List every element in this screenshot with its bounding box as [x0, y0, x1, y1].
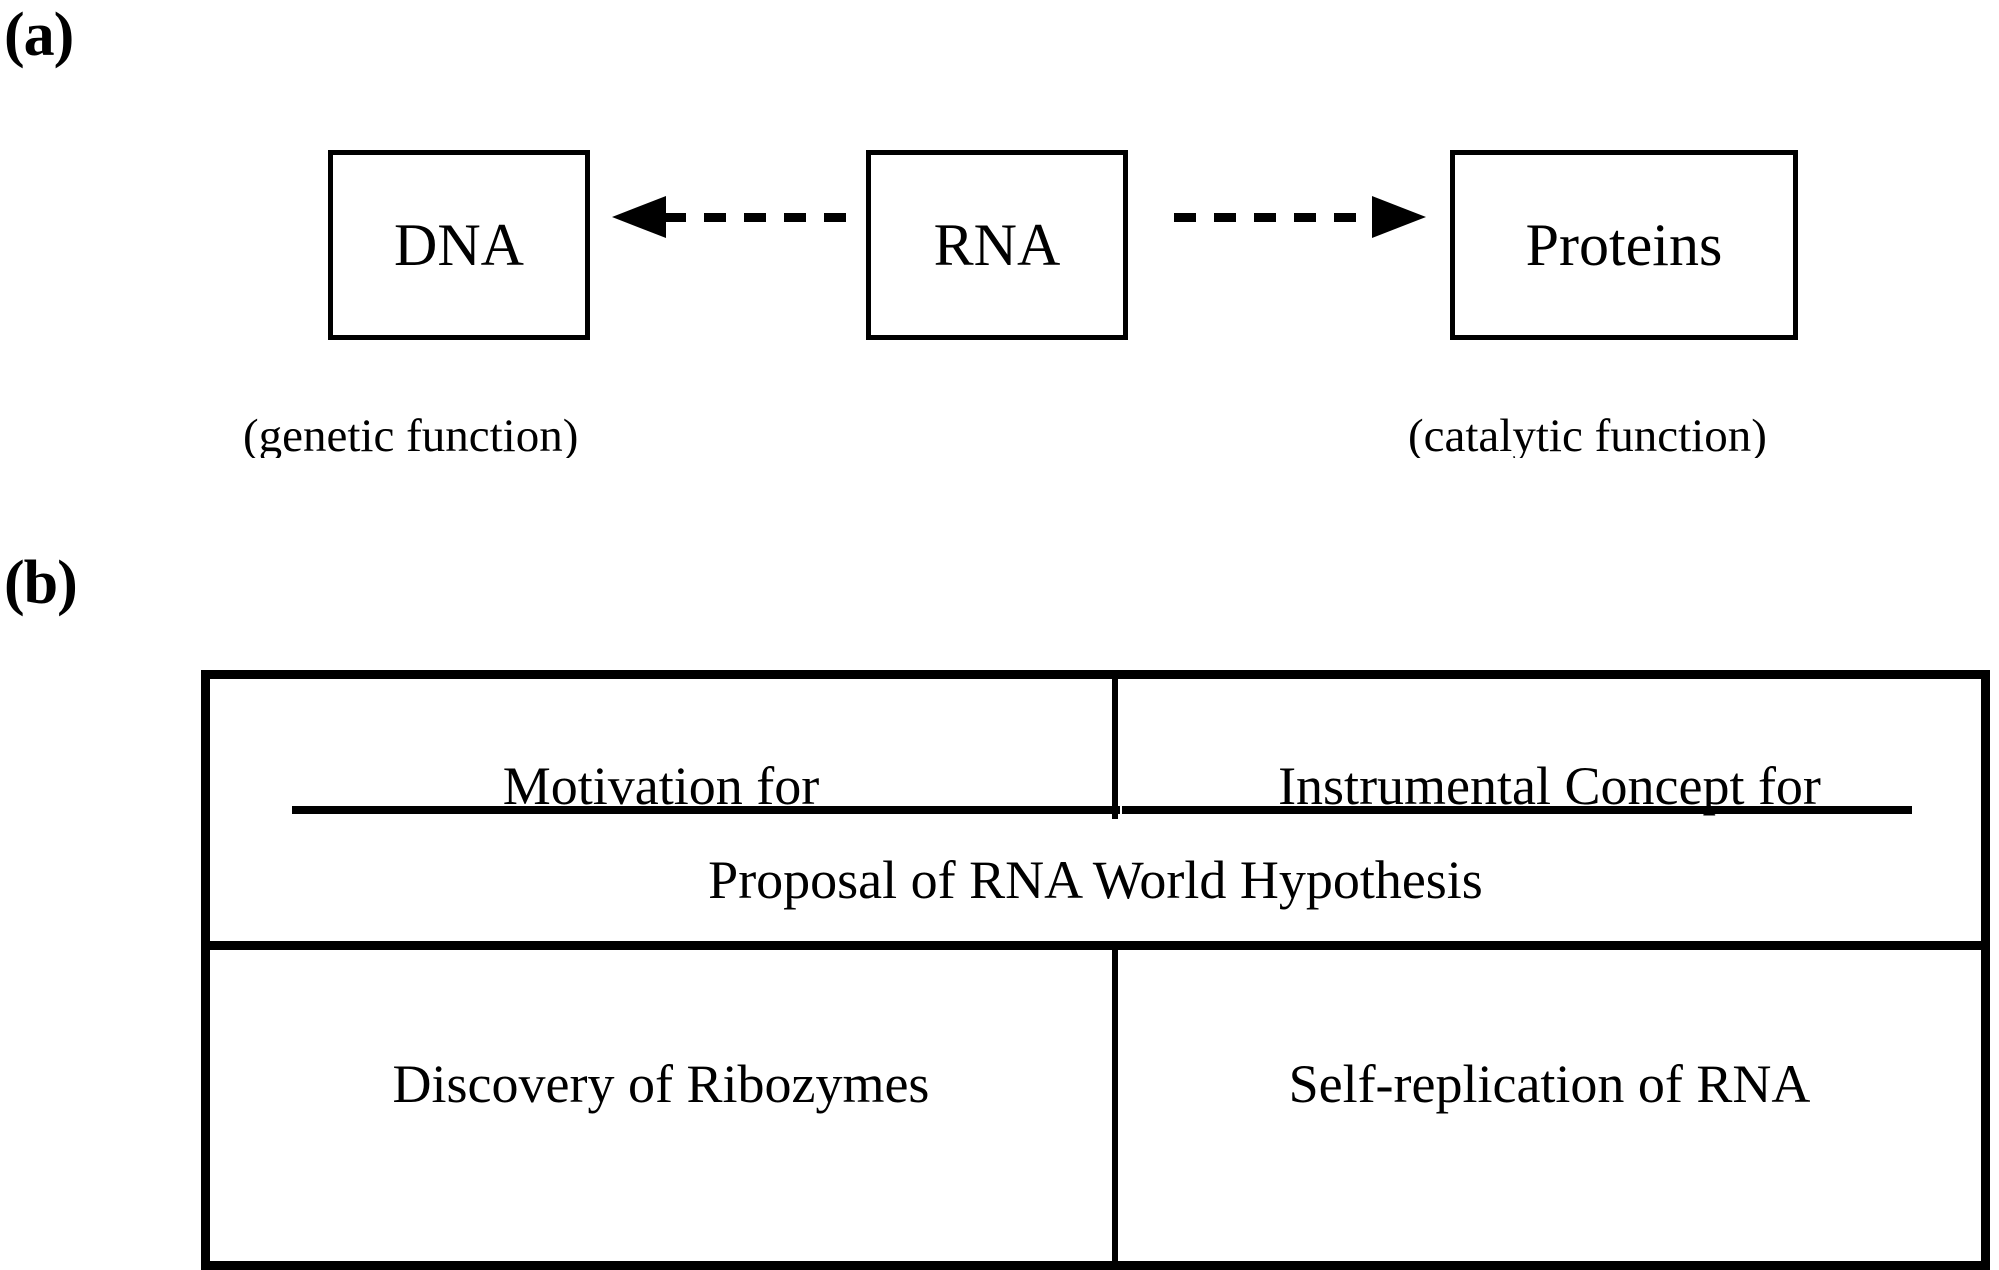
table-spanning-row-label: Proposal of RNA World Hypothesis: [708, 850, 1483, 910]
dashed-arrow-rna-to-dna-icon: [612, 196, 862, 238]
table-header-label-motivation: Motivation for: [502, 756, 820, 816]
arrow-shaft-dashed: [1174, 213, 1372, 222]
dashed-arrow-rna-to-proteins-icon: [1174, 196, 1426, 238]
table-header-cell-motivation: Motivation for: [210, 679, 1118, 819]
table-row-divider: [210, 941, 1981, 950]
panel-b-label: (b): [4, 549, 78, 617]
caption-genetic-function: (genetic function): [243, 413, 579, 458]
table-body-cell-discovery-of-ribozymes: Discovery of Ribozymes: [210, 950, 1118, 1261]
arrow-shaft-dashed: [664, 213, 862, 222]
arrowhead-right-icon: [1372, 196, 1426, 238]
table-body-block: Discovery of Ribozymes Self-replication …: [210, 950, 1981, 1261]
caption-catalytic-function: (catalytic function): [1408, 413, 1767, 458]
concept-table: Motivation for Instrumental Concept for …: [201, 670, 1990, 1270]
node-label-proteins: Proteins: [1525, 212, 1723, 278]
node-label-rna: RNA: [933, 212, 1061, 278]
node-box-dna: DNA: [328, 150, 590, 340]
arrowhead-left-icon: [612, 196, 666, 238]
node-box-proteins: Proteins: [1450, 150, 1798, 340]
table-spanning-row: Proposal of RNA World Hypothesis: [210, 819, 1981, 941]
header-underline-right: [1122, 806, 1912, 814]
table-body-label-self-replication-of-rna: Self-replication of RNA: [1288, 1053, 1811, 1114]
node-label-dna: DNA: [394, 212, 524, 278]
panel-a-label: (a): [4, 1, 74, 69]
table-header-label-instrumental-concept: Instrumental Concept for: [1278, 756, 1821, 816]
table-body-label-discovery-of-ribozymes: Discovery of Ribozymes: [392, 1053, 930, 1114]
table-header-block: Motivation for Instrumental Concept for …: [210, 679, 1981, 941]
table-body-cell-self-replication-of-rna: Self-replication of RNA: [1118, 950, 1981, 1261]
header-underline-left: [292, 806, 1120, 814]
table-header-cell-instrumental-concept: Instrumental Concept for: [1118, 679, 1981, 819]
node-box-rna: RNA: [866, 150, 1128, 340]
